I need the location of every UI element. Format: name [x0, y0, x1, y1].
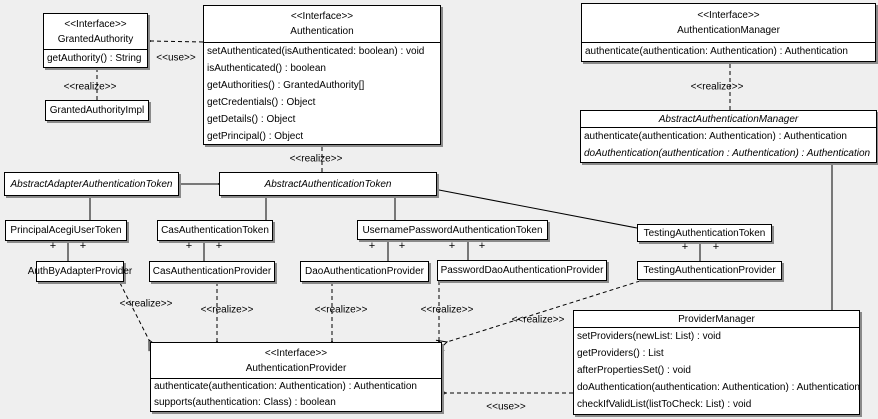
class-name: PrincipalAcegiUserToken	[10, 225, 122, 236]
class-abstract-authentication-manager: AbstractAuthenticationManager authentica…	[580, 110, 877, 163]
method: isAuthenticated() : boolean	[207, 63, 326, 74]
association-end-label: +	[185, 240, 193, 252]
class-password-dao-authentication-provider: PasswordDaoAuthenticationProvider	[437, 260, 607, 281]
class-abstract-adapter-authentication-token: AbstractAdapterAuthenticationToken	[4, 172, 179, 196]
class-name: Authentication	[290, 26, 354, 37]
class-name: AbstractAdapterAuthenticationToken	[10, 178, 173, 190]
class-auth-by-adapter-provider: AuthByAdapterProvider	[28, 261, 132, 282]
class-granted-authority-impl: GrantedAuthorityImpl	[45, 100, 149, 121]
realize-label: <<realize>>	[314, 304, 368, 316]
class-provider-manager: ProviderManager setProviders(newList: Li…	[573, 310, 860, 415]
association-end-label: +	[712, 241, 720, 253]
class-name: CasAuthenticationToken	[161, 225, 269, 236]
interface-stereotype: <<Interface>>	[697, 10, 760, 21]
interface-stereotype: <<Interface>>	[264, 347, 328, 359]
realize-label: <<realize>>	[63, 81, 117, 93]
association-end-label: +	[49, 240, 57, 252]
method: supports(authentication: Class) : boolea…	[154, 397, 336, 408]
class-authentication: <<Interface>> Authentication setAuthenti…	[203, 5, 441, 145]
method: doAuthentication(authentication: Authent…	[577, 382, 859, 393]
class-name: AuthenticationManager	[677, 25, 780, 36]
association-end-label: +	[478, 240, 486, 252]
method: getPrincipal() : Object	[207, 131, 304, 142]
class-username-password-authentication-token: UsernamePasswordAuthenticationToken	[357, 220, 548, 240]
use-label: <<use>>	[486, 401, 526, 413]
association-end-label: +	[368, 240, 376, 252]
association-end-label: +	[398, 240, 406, 252]
class-testing-authentication-token: TestingAuthenticationToken	[637, 224, 772, 242]
method: getProviders() : List	[577, 348, 664, 359]
class-dao-authentication-provider: DaoAuthenticationProvider	[300, 261, 429, 282]
class-granted-authority: <<Interface>> GrantedAuthority getAuthor…	[43, 13, 148, 68]
class-name: CasAuthenticationProvider	[152, 266, 272, 277]
realize-testing-authentication-provider	[447, 280, 641, 342]
class-name: TestingAuthenticationToken	[643, 227, 766, 239]
method: authenticate(authentication: Authenticat…	[585, 46, 848, 57]
class-cas-authentication-provider: CasAuthenticationProvider	[149, 261, 275, 282]
association-end-label: +	[215, 240, 223, 252]
method: setAuthenticated(isAuthenticated: boolea…	[207, 46, 425, 57]
interface-stereotype: <<Interface>>	[290, 11, 354, 22]
class-principal-acegi-user-token: PrincipalAcegiUserToken	[5, 220, 127, 241]
method: doAuthentication(authentication : Authen…	[584, 148, 871, 159]
method: authenticate(authentication: Authenticat…	[154, 381, 417, 392]
use-label: <<use>>	[156, 52, 196, 64]
realize-label: <<realize>>	[289, 153, 343, 165]
class-name: AuthByAdapterProvider	[27, 266, 133, 277]
association-end-label: +	[448, 240, 456, 252]
class-name: GrantedAuthorityImpl	[49, 105, 145, 116]
realize-label: <<realize>>	[420, 304, 474, 316]
class-authentication-manager: <<Interface>> AuthenticationManager auth…	[581, 3, 876, 62]
class-authentication-provider: <<Interface>> AuthenticationProvider aut…	[150, 342, 442, 412]
class-name: GrantedAuthority	[57, 33, 134, 45]
class-name: AbstractAuthenticationToken	[264, 178, 392, 190]
class-name: AuthenticationProvider	[245, 362, 347, 374]
method: afterPropertiesSet() : void	[577, 365, 691, 376]
association-end-label: +	[681, 241, 689, 253]
method: checkIfValidList(listToCheck: List) : vo…	[577, 399, 752, 410]
interface-stereotype: <<Interface>>	[64, 18, 127, 30]
class-name: ProviderManager	[678, 313, 755, 325]
realize-label: <<realize>>	[690, 81, 744, 93]
class-name: PasswordDaoAuthenticationProvider	[440, 265, 604, 276]
class-testing-authentication-provider: TestingAuthenticationProvider	[637, 261, 782, 280]
realize-label: <<realize>>	[200, 304, 254, 316]
class-abstract-authentication-token: AbstractAuthenticationToken	[219, 172, 437, 196]
realize-label: <<realize>>	[119, 298, 173, 310]
class-name: TestingAuthenticationProvider	[643, 265, 776, 276]
generalization-testing-authentication-token	[439, 190, 638, 229]
method: getAuthority() : String	[47, 53, 142, 64]
method: getAuthorities() : GrantedAuthority[]	[207, 80, 365, 91]
class-name: UsernamePasswordAuthenticationToken	[362, 224, 543, 236]
method: authenticate(authentication: Authenticat…	[584, 131, 847, 142]
use-authentication-to-granted-authority	[151, 41, 204, 42]
class-cas-authentication-token: CasAuthenticationToken	[157, 220, 273, 241]
class-name: DaoAuthenticationProvider	[305, 266, 424, 277]
realize-auth-by-adapter-provider	[119, 282, 149, 340]
method: getDetails() : Object	[207, 114, 296, 125]
class-name: AbstractAuthenticationManager	[658, 113, 799, 125]
realize-label: <<realize>>	[511, 314, 565, 326]
method: getCredentials() : Object	[207, 97, 316, 108]
method: setProviders(newList: List) : void	[577, 331, 721, 342]
association-end-label: +	[79, 240, 87, 252]
